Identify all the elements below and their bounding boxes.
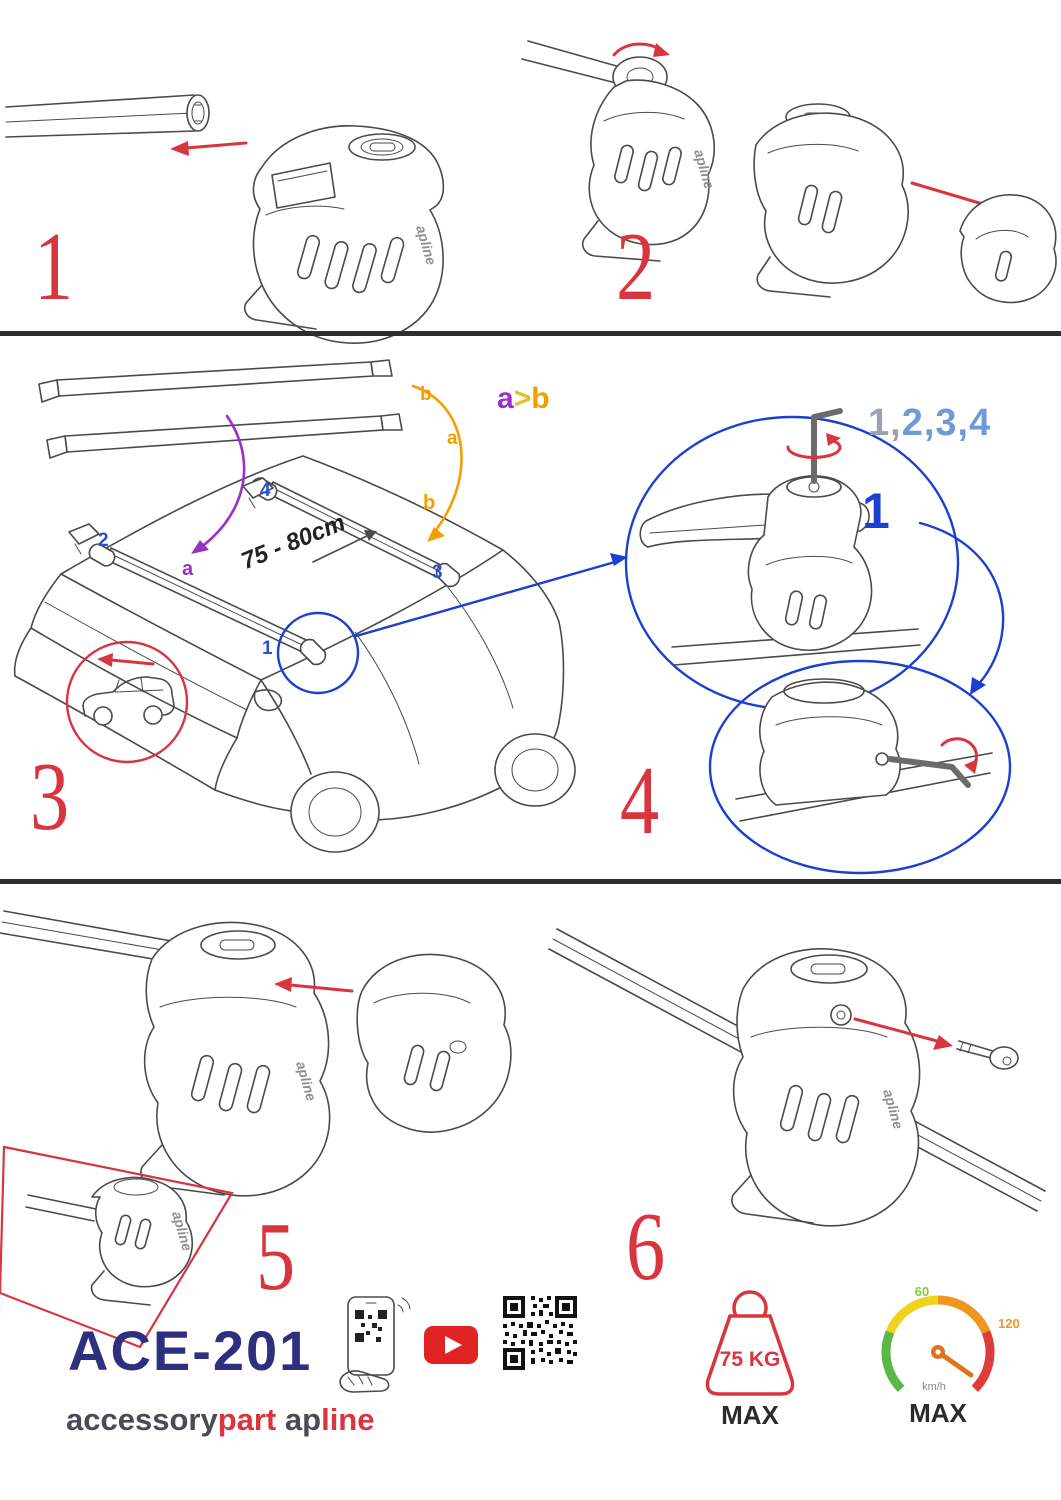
step6-illustration: apline <box>545 895 1055 1265</box>
curve-b-icon <box>411 384 463 542</box>
sequence-connector <box>918 521 1005 689</box>
foot-assembly: apline <box>140 921 331 1197</box>
step5-illustration: apline <box>0 895 530 1350</box>
detail-side-tightening <box>708 521 1012 875</box>
landing-b-label: b <box>423 492 436 514</box>
speed-gauge-arc <box>881 1295 995 1392</box>
callout-arrow-icon <box>354 553 628 638</box>
section-divider <box>0 879 1061 884</box>
step2-illustration: apline <box>520 25 1060 335</box>
position-4-label: 4 <box>260 480 271 501</box>
locked-foot: apline <box>731 947 921 1227</box>
speed-max-label: MAX <box>909 1398 967 1428</box>
section-divider <box>0 331 1061 336</box>
mounted-unit: apline <box>25 1176 196 1306</box>
allen-key <box>811 408 843 484</box>
position-1-label: 1 <box>262 638 273 659</box>
detail-top-tightening <box>624 408 960 711</box>
brand-wordmark: accessorypart apline <box>66 1402 374 1438</box>
allen-key-side <box>887 756 971 788</box>
speed-high-label: 120 <box>998 1316 1020 1331</box>
bare-foot <box>753 103 909 298</box>
direction-indicator <box>65 640 189 764</box>
step-2-number: 2 <box>616 213 656 321</box>
brand-line: line <box>321 1402 375 1437</box>
step3-illustration <box>13 350 640 875</box>
dimension-arrow-icon <box>312 530 377 563</box>
landing-a-label: a <box>182 558 194 580</box>
max-weight-badge: 75 KG MAX <box>688 1282 813 1432</box>
callout-circle <box>276 611 360 695</box>
loose-crossbar-a <box>46 413 403 459</box>
step-4-number: 4 <box>620 747 660 855</box>
max-speed-badge: 60 120 km/h MAX <box>868 1282 1020 1432</box>
cover-shell <box>959 193 1057 304</box>
step-6-number: 6 <box>626 1193 666 1301</box>
weight-body <box>705 1314 795 1396</box>
key-arrow-icon <box>853 1017 953 1050</box>
clamp-piece-4 <box>242 477 274 509</box>
loose-bar-b-label: b <box>420 384 432 405</box>
assembled-foot: apline <box>581 42 718 262</box>
weight-value: 75 KG <box>720 1348 781 1371</box>
phone-scan-icon <box>328 1293 413 1398</box>
forward-arrow-icon <box>109 658 155 666</box>
clamp-piece-2 <box>68 523 100 555</box>
foot-assembly: apline <box>243 125 445 344</box>
cover-shell <box>356 953 512 1133</box>
crossbar-stub <box>521 40 621 84</box>
step1-illustration: apline <box>0 45 500 344</box>
sequence-prefix: 1, <box>868 402 902 444</box>
sequence-rest: 2,3,4 <box>901 402 992 444</box>
model-code: ACE-201 <box>68 1319 313 1382</box>
loose-bar-a-label: a <box>447 428 458 449</box>
phone-qr <box>355 1310 387 1342</box>
speed-low-label: 60 <box>915 1284 929 1299</box>
youtube-icon <box>424 1326 478 1364</box>
position-2-label: 2 <box>98 530 109 551</box>
step-3-number: 3 <box>30 743 70 851</box>
brand-ap: ap <box>284 1402 322 1437</box>
step-1-number: 1 <box>34 213 74 321</box>
tightening-sequence-label: 1,2,3,4 <box>868 402 991 445</box>
legend-gt: > <box>513 382 532 415</box>
weight-max-label: MAX <box>721 1400 779 1430</box>
legend-a: a <box>497 382 514 415</box>
product-model: ACE-201 <box>68 1318 312 1383</box>
key-icon <box>956 1040 1019 1070</box>
lock-cylinder <box>830 1004 852 1026</box>
brand-part: part <box>217 1402 277 1437</box>
step-5-number: 5 <box>256 1203 296 1311</box>
loose-crossbar-b <box>38 359 393 403</box>
roof-plane-outline <box>0 1145 234 1349</box>
curve-a-icon <box>191 414 246 554</box>
insert-arrow-icon <box>170 141 248 156</box>
rotate-arrow-icon <box>786 439 842 459</box>
position-3-label: 3 <box>432 562 443 583</box>
speed-unit-label: km/h <box>922 1381 946 1393</box>
cover-arrow-icon <box>274 977 354 993</box>
crossbar-tube <box>5 94 210 138</box>
callout-number: 1 <box>862 483 890 539</box>
car-sketch <box>13 455 576 853</box>
step4-illustration <box>620 395 1055 880</box>
qr-code <box>503 1296 577 1370</box>
swap-order-legend: a>b <box>497 382 550 416</box>
brand-accessory: accessory <box>66 1402 218 1437</box>
legend-b: b <box>531 382 550 415</box>
